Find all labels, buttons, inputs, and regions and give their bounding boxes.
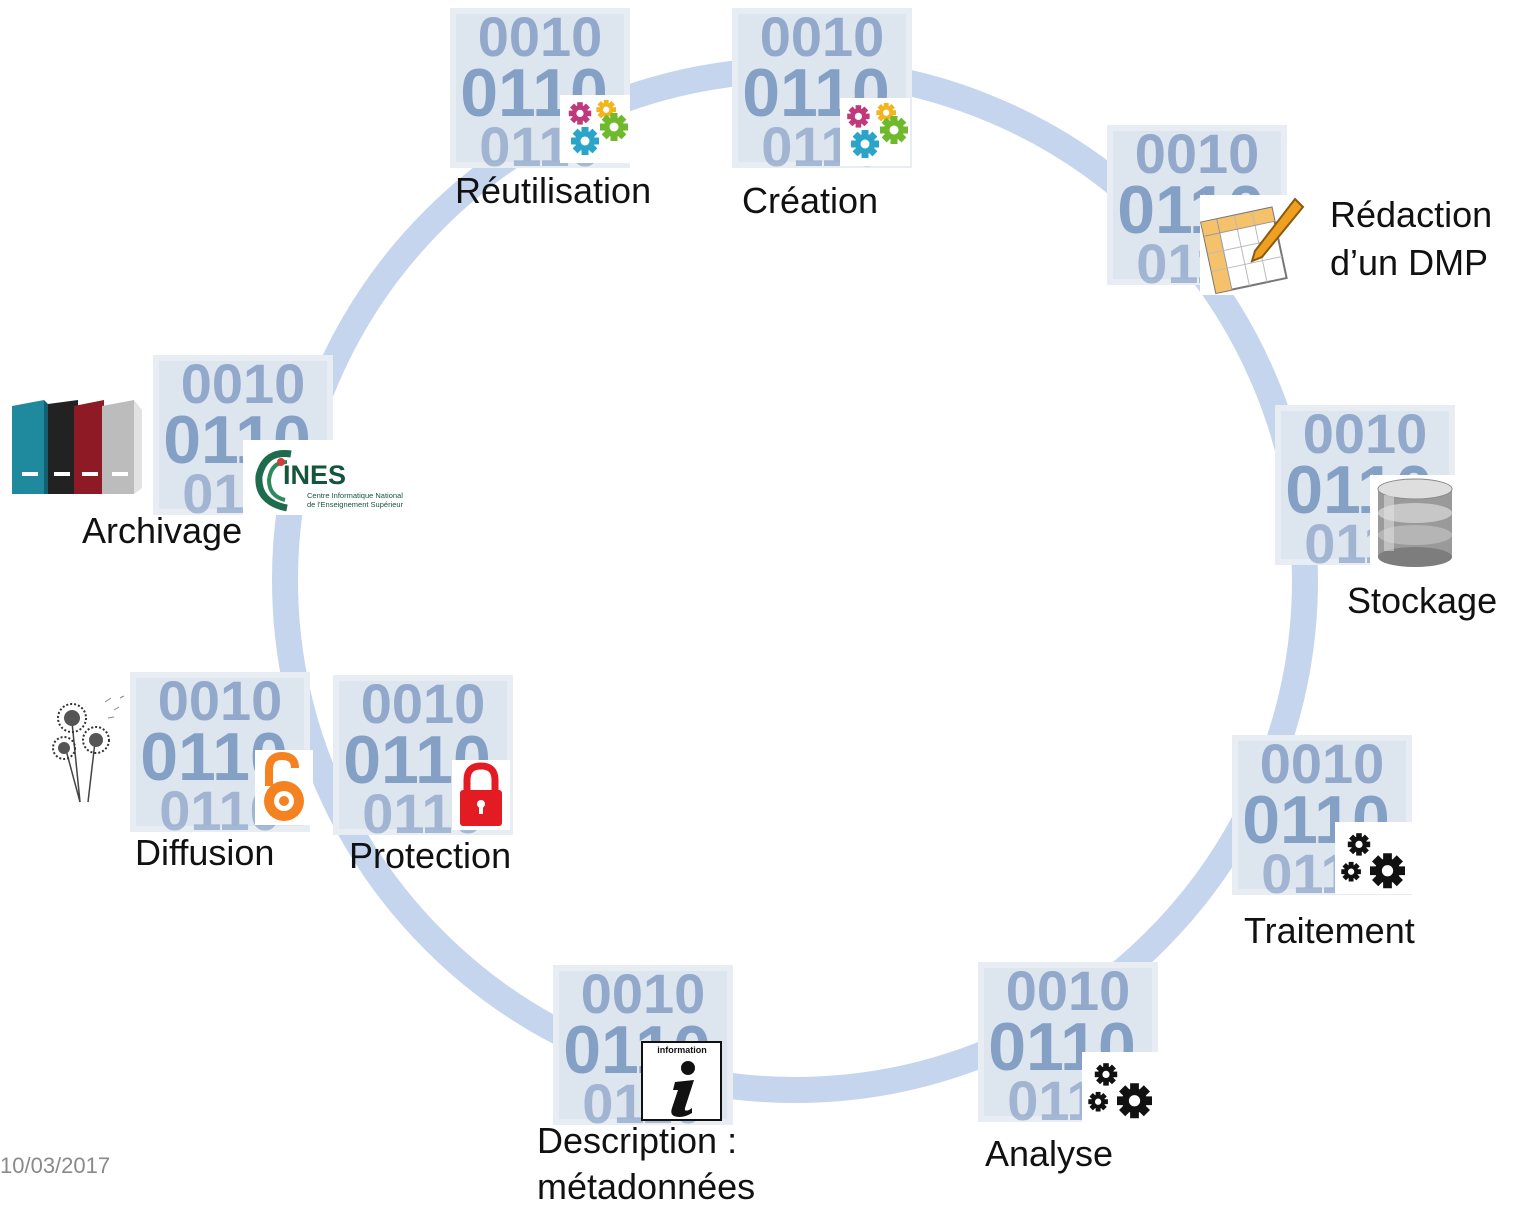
label-creation: Création [742, 180, 879, 221]
padlock-closed-icon [452, 760, 510, 830]
cines-logo-subtext-1: Centre Informatique National [307, 491, 403, 500]
stage-diffusion [52, 669, 313, 842]
label-protection: Protection [349, 835, 512, 876]
stage-creation [732, 5, 912, 178]
gears-colored-icon [840, 98, 910, 166]
label-redaction-line2: d’un DMP [1330, 242, 1489, 283]
label-analyse: Analyse [985, 1133, 1114, 1174]
archive-boxes-icon [12, 400, 142, 494]
stage-archivage: INES Centre Informatique National de l'E… [12, 352, 404, 525]
footer-date: 10/03/2017 [0, 1153, 111, 1178]
stage-redaction [1107, 122, 1305, 295]
label-archivage: Archivage [82, 510, 243, 551]
label-redaction-line1: Rédaction [1330, 194, 1493, 235]
label-traitement: Traitement [1244, 910, 1415, 951]
gears-colored-icon [560, 95, 630, 163]
stage-reutilisation [450, 5, 630, 178]
stage-protection [333, 672, 513, 845]
label-diffusion: Diffusion [135, 832, 275, 873]
stage-traitement [1232, 732, 1413, 905]
gears-black-icon [1335, 822, 1413, 894]
gears-black-icon [1082, 1052, 1160, 1124]
cines-logo-subtext-2: de l'Enseignement Supérieur [307, 500, 404, 509]
cines-logo-text: INES [283, 460, 346, 490]
spreadsheet-pencil-icon [1200, 195, 1305, 295]
information-icon: information [641, 1041, 722, 1121]
label-description-line1: Description : [537, 1120, 738, 1161]
label-description-line2: métadonnées [537, 1166, 756, 1207]
cines-logo: INES Centre Informatique National de l'E… [243, 440, 404, 515]
database-icon [1370, 475, 1460, 567]
label-stockage: Stockage [1347, 580, 1498, 621]
dandelion-icon [52, 695, 125, 803]
stage-analyse [978, 959, 1160, 1132]
open-access-lock-icon [255, 750, 313, 825]
stage-stockage [1275, 402, 1460, 575]
information-icon-caption: information [657, 1045, 707, 1055]
stage-description: information [553, 962, 733, 1135]
label-reutilisation: Réutilisation [455, 170, 652, 211]
